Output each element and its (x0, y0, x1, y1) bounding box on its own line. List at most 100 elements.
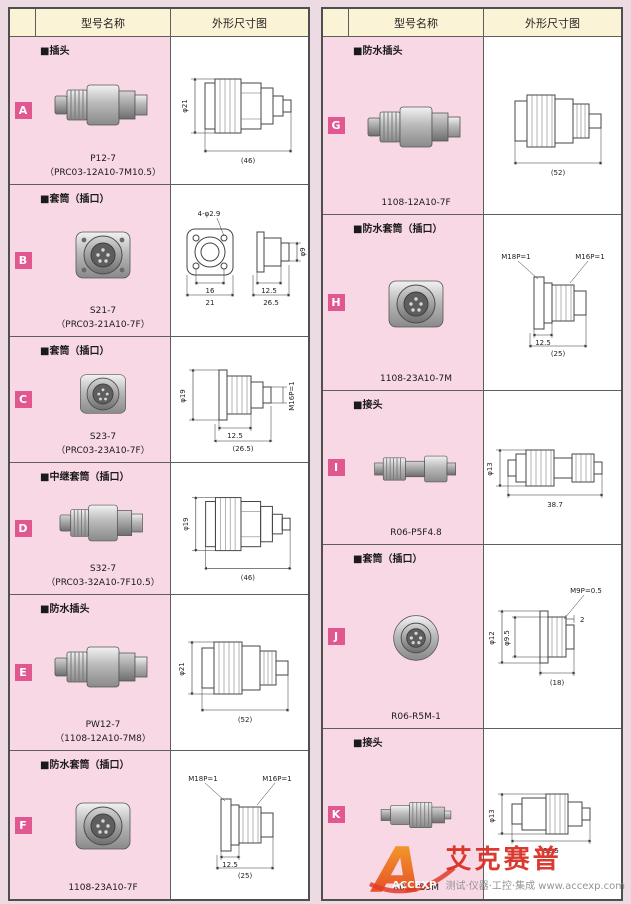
table-row: C ■套筒（插口） S23-7 （PRC03-23A10-7F） (10, 337, 308, 463)
dimension-drawing: φ21 (46) (171, 37, 308, 184)
plug-photo-icon (367, 106, 461, 148)
dimension-drawing-icon: φ13 32.5 (488, 792, 592, 855)
category-label: ■防水插头 (40, 604, 90, 615)
header-corner (10, 9, 36, 36)
category-label: ■接头 (353, 738, 383, 749)
row-badge: E (14, 664, 32, 681)
product-photo (351, 749, 481, 882)
dim-label: M16P=1 (288, 381, 296, 411)
dimension-drawing: φ13 38.7 (484, 391, 621, 544)
dim-label: 12.5 (222, 861, 238, 869)
product-photo (38, 771, 168, 882)
product-photo (38, 357, 168, 431)
product-photo (38, 483, 168, 563)
socket-photo-icon (388, 280, 444, 328)
dimension-drawing-icon: (52) (513, 94, 602, 177)
dim-label: (46) (240, 157, 255, 165)
dim-label: (26.5) (232, 445, 253, 453)
model-cell: ■中继套筒（插口） S32-7 （PRC03-32A10-7F10.5） (36, 463, 171, 594)
plug-photo-icon (54, 84, 148, 126)
row-badge: F (14, 816, 32, 834)
category-label: ■防水套筒（插口） (353, 224, 443, 235)
product-photo (351, 57, 481, 197)
dimension-drawing: M18P=1 M16P=1 12.5 (25) (171, 751, 308, 899)
model-cell: ■防水插头 1108-12A10-7F (349, 37, 484, 214)
table-header: 型号名称 外形尺寸图 (323, 9, 621, 37)
table-row: F ■防水套筒（插口） 1108-23A10-7F (10, 751, 308, 899)
dimension-drawing: φ19 M16P=1 12.5 (26.5) (171, 337, 308, 462)
column-header-dimension: 外形尺寸图 (212, 16, 267, 30)
row-badge: B (14, 252, 32, 269)
dim-label: M18P=1 (501, 253, 531, 261)
socket-photo-icon (393, 615, 439, 661)
dimension-drawing-icon: φ21 (52) (178, 640, 289, 724)
dim-label: φ9 (299, 247, 307, 256)
dimension-drawing-icon: M18P=1 M16P=1 12.5 (25) (188, 775, 292, 880)
column-header-dimension: 外形尺寸图 (525, 16, 580, 30)
model-cell: ■套筒（插口） S21-7 （PRC03-21A10-7F） (36, 185, 171, 336)
dim-label: 4-φ2.9 (198, 210, 221, 218)
dimension-drawing: φ13 32.5 (484, 729, 621, 899)
model-name: R06-P5F4.8 (390, 527, 442, 538)
dim-label: φ9.5 (503, 630, 511, 646)
plug-photo-icon (380, 802, 452, 829)
dimension-drawing-icon: φ13 38.7 (486, 448, 604, 509)
product-photo (351, 411, 481, 527)
watermark: A ACCEXP 艾克赛普 测试·仪器·工控·集成 www.accexp.com (366, 832, 625, 902)
plug-photo-icon (59, 504, 143, 542)
product-photo (38, 57, 168, 153)
table-row: K ■接头 R05-PB5M (323, 729, 621, 899)
dim-label: 21 (206, 299, 215, 307)
dim-label: φ13 (488, 809, 496, 823)
row-badge: H (327, 294, 345, 311)
model-name: 1108-23A10-7M (380, 373, 452, 384)
dim-label: φ21 (178, 662, 186, 676)
model-name: 1108-23A10-7F (68, 882, 138, 893)
socket-photo-icon (75, 802, 131, 850)
model-cell: ■防水套筒（插口） 1108-23A10-7F (36, 751, 171, 899)
logo-swoosh-icon (368, 866, 456, 894)
category-label: ■防水套筒（插口） (40, 760, 130, 771)
table-row: B ■套筒（插口） S21-7 （PRC03-21A10-7F） (10, 185, 308, 337)
column-header-model: 型号名称 (36, 9, 171, 36)
row-badge: A (14, 102, 32, 119)
row-badge: C (14, 391, 32, 408)
dim-label: (18) (550, 679, 565, 687)
dim-label: (25) (238, 872, 253, 880)
table-header: 型号名称 外形尺寸图 (10, 9, 308, 37)
category-label: ■防水插头 (353, 46, 403, 57)
dimension-drawing-icon: M9P=0.5 φ12 φ9.5 2 (18) (488, 587, 602, 687)
table-row: A ■插头 P12-7 （PRC03-12A10-7M10.5） (10, 37, 308, 185)
model-cell: ■套筒（插口） S23-7 （PRC03-23A10-7F） (36, 337, 171, 462)
table-row: I ■接头 R06-P5F4.8 (323, 391, 621, 545)
model-cell: ■防水套筒（插口） 1108-23A10-7M (349, 215, 484, 390)
model-name: P12-7 （PRC03-12A10-7M10.5） (44, 154, 162, 178)
dim-label: φ19 (179, 389, 187, 403)
table-row: D ■中继套筒（插口） S32-7 （PRC03-32A10-7F10.5） (10, 463, 308, 595)
dimension-drawing: φ21 (52) (171, 595, 308, 750)
dim-label: (52) (550, 169, 565, 177)
dim-label: 12.5 (261, 287, 277, 295)
dim-label: φ13 (486, 462, 494, 476)
dimension-drawing: M9P=0.5 φ12 φ9.5 2 (18) (484, 545, 621, 728)
product-photo (38, 205, 168, 305)
socket-photo-icon (75, 231, 131, 279)
watermark-text: 艾克赛普 测试·仪器·工控·集成 www.accexp.com (446, 846, 625, 902)
category-label: ■中继套筒（插口） (40, 472, 130, 483)
table-row: J ■套筒（插口） R06-R5M-1 (323, 545, 621, 729)
dimension-drawing-icon: φ19 M16P=1 12.5 (26.5) (179, 368, 296, 453)
category-label: ■套筒（插口） (40, 346, 110, 357)
row-badge: D (14, 520, 32, 537)
model-name: PW12-7 （1108-12A10-7M8） (55, 720, 151, 744)
dim-label: M16P=1 (575, 253, 605, 261)
dim-label: 32.5 (543, 847, 559, 855)
dim-label: φ19 (181, 517, 189, 530)
dim-label: M9P=0.5 (570, 587, 602, 595)
category-label: ■套筒（插口） (353, 554, 423, 565)
row-badge: G (327, 117, 345, 134)
catalog-table-left: 型号名称 外形尺寸图 A ■插头 P12-7 （PRC03-12A10-7M10… (8, 7, 310, 901)
dim-label: 2 (580, 616, 584, 624)
dimension-drawing: (52) (484, 37, 621, 214)
dim-label: (46) (240, 574, 254, 582)
